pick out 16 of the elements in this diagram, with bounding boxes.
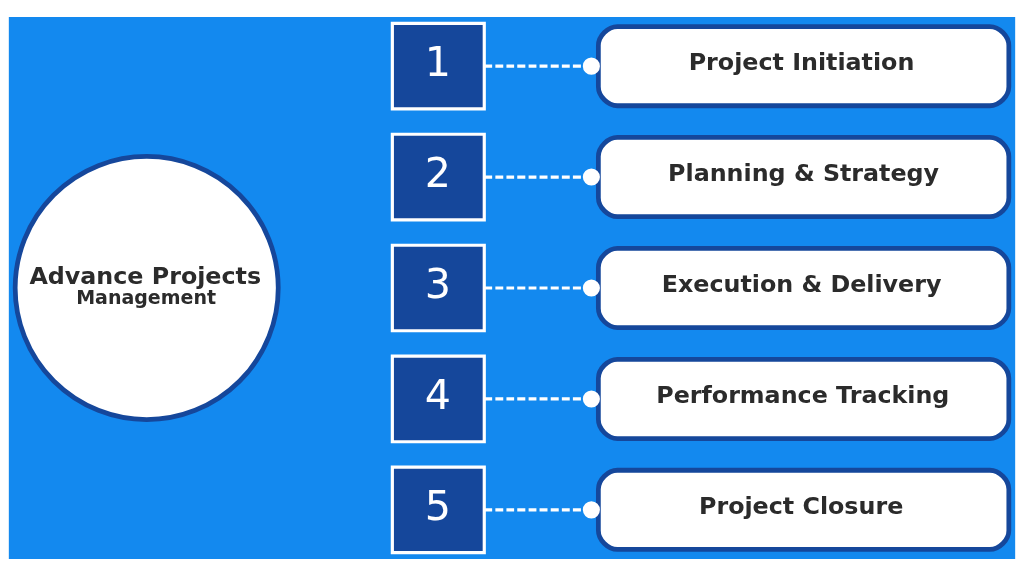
node-box: 3 xyxy=(390,243,486,333)
node-box: Performance Tracking xyxy=(596,356,1012,441)
node-box: 2 xyxy=(390,132,486,222)
connector xyxy=(484,279,600,297)
node-box: 4 xyxy=(390,354,486,444)
connector xyxy=(484,390,600,408)
node-circle: Advance Projects Management xyxy=(12,154,281,422)
connector xyxy=(484,57,600,75)
node-box: Planning & Strategy xyxy=(596,135,1012,220)
node-box: 1 xyxy=(390,21,486,111)
node-box: Project Closure xyxy=(596,467,1012,552)
node-box: Execution & Delivery xyxy=(596,246,1012,330)
connector xyxy=(484,501,600,519)
connector xyxy=(484,168,600,186)
node-box: Project Initiation xyxy=(596,24,1012,109)
node-box: 5 xyxy=(390,465,486,555)
